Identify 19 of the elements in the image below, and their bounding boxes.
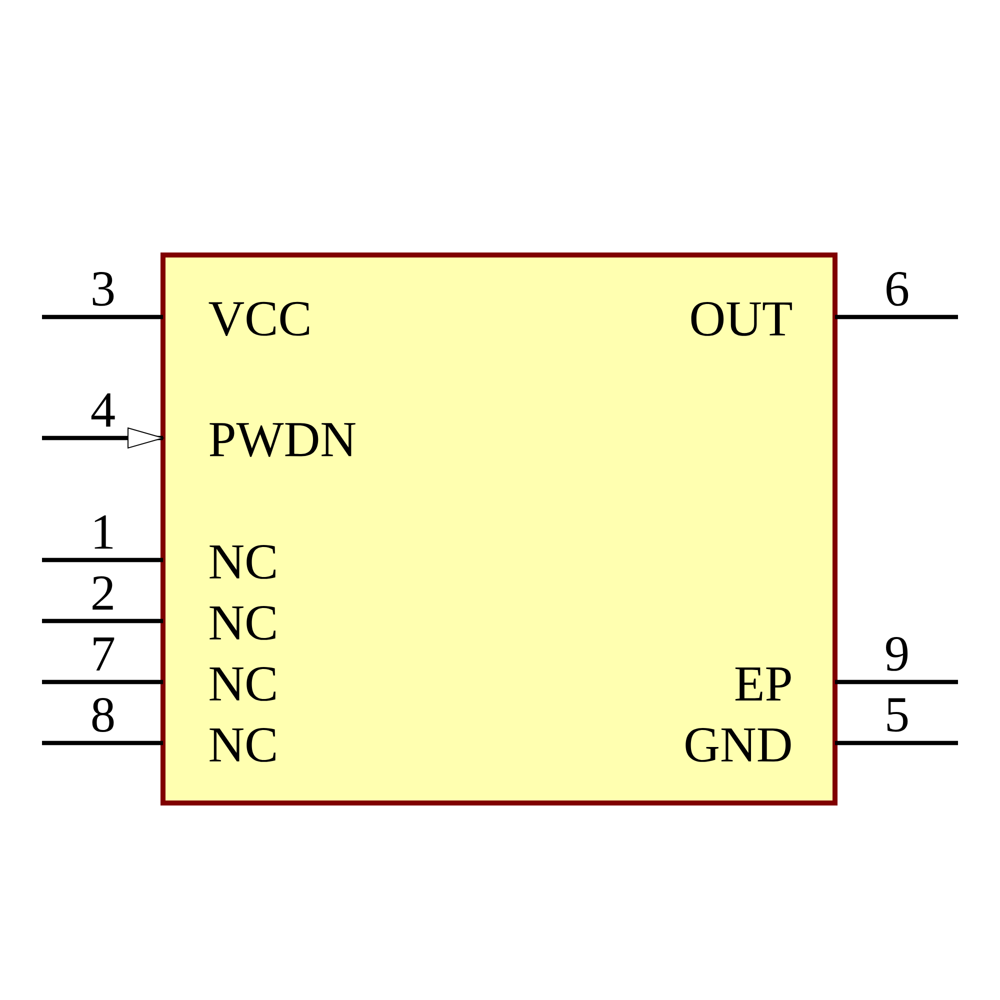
pin-name: NC [210, 728, 276, 762]
pin-name: EP [735, 668, 791, 700]
ic-body [160, 252, 838, 806]
pin-number: 8 [92, 698, 114, 732]
pin-number: 3 [92, 272, 114, 306]
pin-name: GND [686, 728, 791, 762]
pin-name: VCC [208, 302, 310, 336]
pin-name: PWDN [210, 423, 356, 457]
pin-name: NC [210, 545, 276, 579]
pin-number: 2 [92, 576, 113, 610]
pin-name: NC [210, 606, 276, 640]
pin-name: OUT [691, 302, 792, 336]
pin-number: 7 [94, 638, 114, 670]
pin-number: 1 [94, 515, 113, 549]
pin-number: 9 [886, 637, 908, 671]
pin-number: 4 [91, 393, 115, 427]
pin-name: NC [210, 667, 276, 701]
pin-number: 6 [886, 272, 908, 306]
pin-number: 5 [887, 698, 908, 732]
